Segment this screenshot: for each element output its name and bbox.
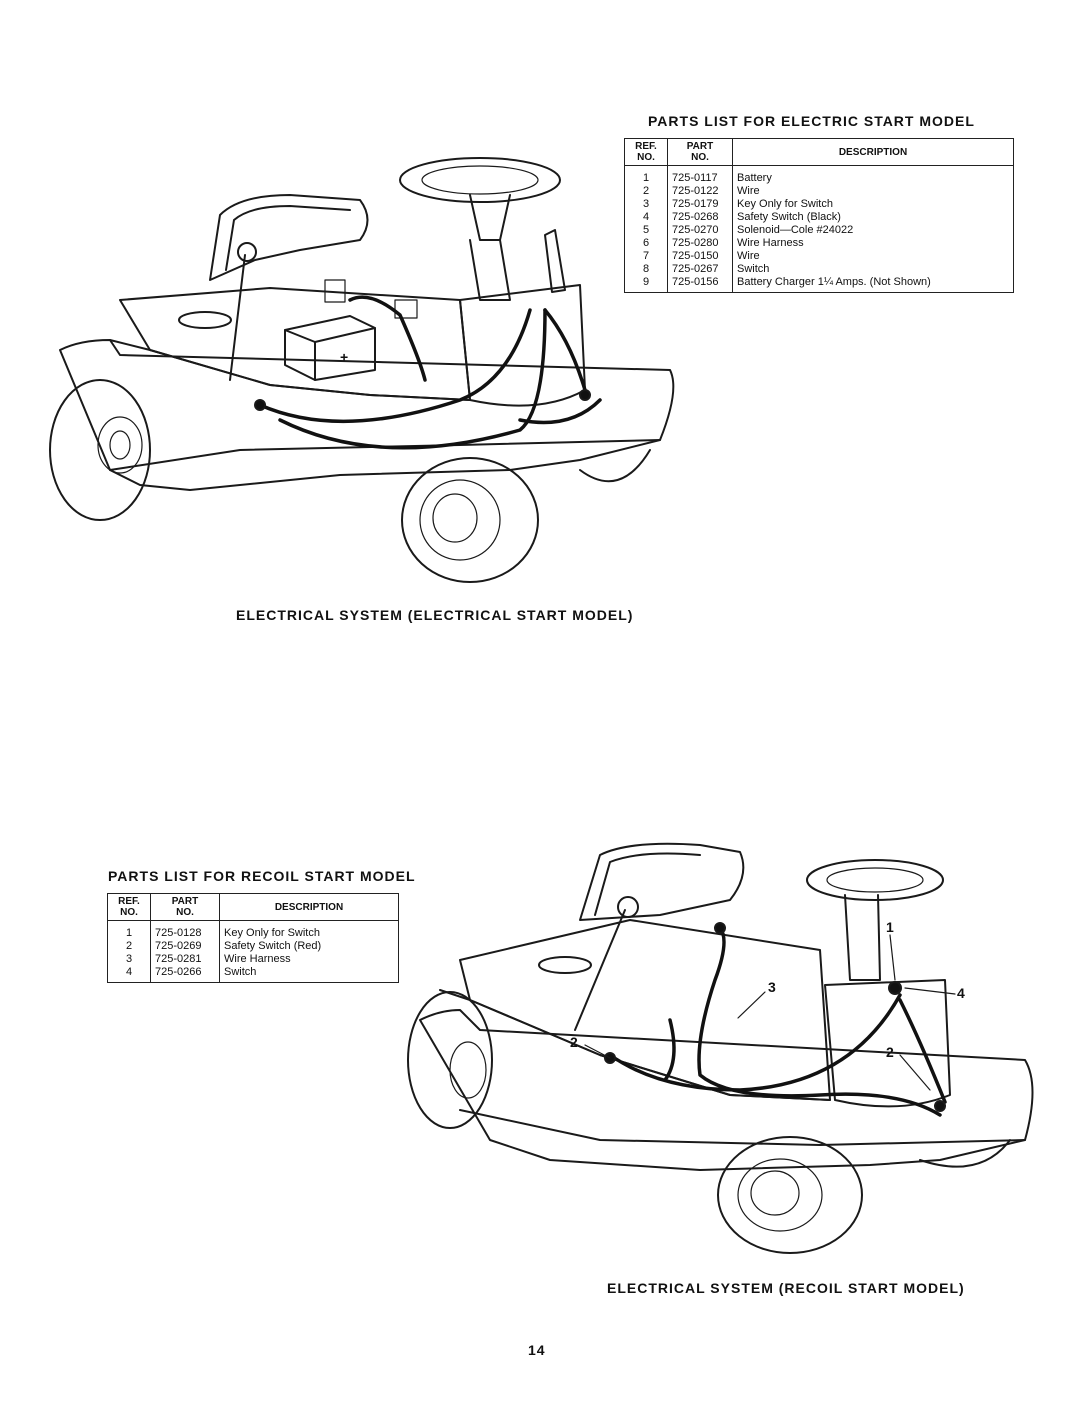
svg-text:+: + bbox=[340, 349, 348, 365]
description-header: DESCRIPTION bbox=[732, 138, 1014, 166]
description-header: DESCRIPTION bbox=[219, 893, 399, 921]
electric-figure-caption: ELECTRICAL SYSTEM (ELECTRICAL START MODE… bbox=[236, 607, 634, 623]
electric-start-mower-illustration: + bbox=[49, 157, 675, 583]
page-number: 14 bbox=[528, 1342, 546, 1358]
callout-3: 3 bbox=[768, 979, 776, 995]
ref-no-header: REF.NO. bbox=[624, 138, 668, 166]
recoil-start-mower-illustration: 1 4 3 2 2 bbox=[407, 842, 1034, 1254]
recoil-figure-caption: ELECTRICAL SYSTEM (RECOIL START MODEL) bbox=[607, 1280, 965, 1296]
ref-no-header: REF.NO. bbox=[107, 893, 151, 921]
callout-1: 1 bbox=[886, 919, 894, 935]
recoil-parts-heading: PARTS LIST FOR RECOIL START MODEL bbox=[108, 868, 416, 884]
electric-parts-heading: PARTS LIST FOR ELECTRIC START MODEL bbox=[648, 113, 975, 129]
callout-4: 4 bbox=[957, 985, 965, 1001]
callout-2-left: 2 bbox=[570, 1034, 578, 1050]
callout-2-right: 2 bbox=[886, 1044, 894, 1060]
